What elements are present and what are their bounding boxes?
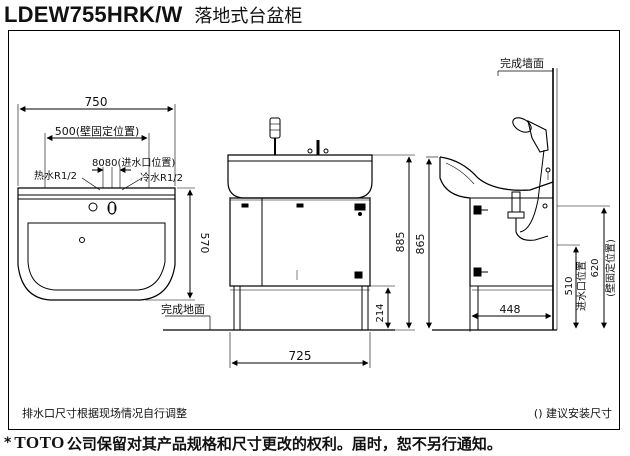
overall-height-label: 885 <box>394 232 407 253</box>
hot-water-label: 热水R1/2 <box>34 169 77 182</box>
floor-label: 完成地面 <box>161 302 205 316</box>
cold-water-label: 冷水R1/2 <box>140 171 183 184</box>
drawing-frame <box>8 30 620 430</box>
footer-text: 公司保留对其产品规格和尺寸更改的权利。届时，恕不另行通知。 <box>66 434 502 453</box>
front-elevation <box>163 117 415 368</box>
fixing-height-label: 620 <box>590 258 601 277</box>
fixing-position-label: (壁固定位置) <box>604 239 617 297</box>
side-view <box>426 68 610 332</box>
brand-name: TOTO <box>14 433 65 452</box>
width-label: 750 <box>85 95 108 109</box>
inlet-position-label: 进水口位置 <box>575 261 588 311</box>
side-depth-label: 448 <box>500 303 521 316</box>
footer-notice: * TOTO 公司保留对其产品规格和尺寸更改的权利。届时，恕不另行通知。 <box>4 432 502 454</box>
title-bar: LDEW755HRK/W 落地式台盆柜 <box>4 2 302 28</box>
inlet-height-label: 510 <box>564 276 575 295</box>
wall-label: 完成墙面 <box>500 56 544 70</box>
asterisk: * <box>4 435 12 451</box>
inlet-label: 8080(进水口位置) <box>92 156 175 169</box>
cabinet-width-label: 725 <box>289 349 312 363</box>
model-number: LDEW755HRK/W <box>4 2 183 27</box>
side-height-label: 865 <box>414 234 427 255</box>
plan-view <box>17 104 195 301</box>
drain-note: 排水口尺寸根据现场情况自行调整 <box>22 406 187 420</box>
leg-height-label: 214 <box>375 303 386 322</box>
product-name: 落地式台盆柜 <box>194 6 303 27</box>
fixing-label: 500(壁固定位置) <box>55 124 140 138</box>
depth-label: 570 <box>198 233 211 254</box>
suggest-note: () 建议安装尺寸 <box>534 406 612 420</box>
